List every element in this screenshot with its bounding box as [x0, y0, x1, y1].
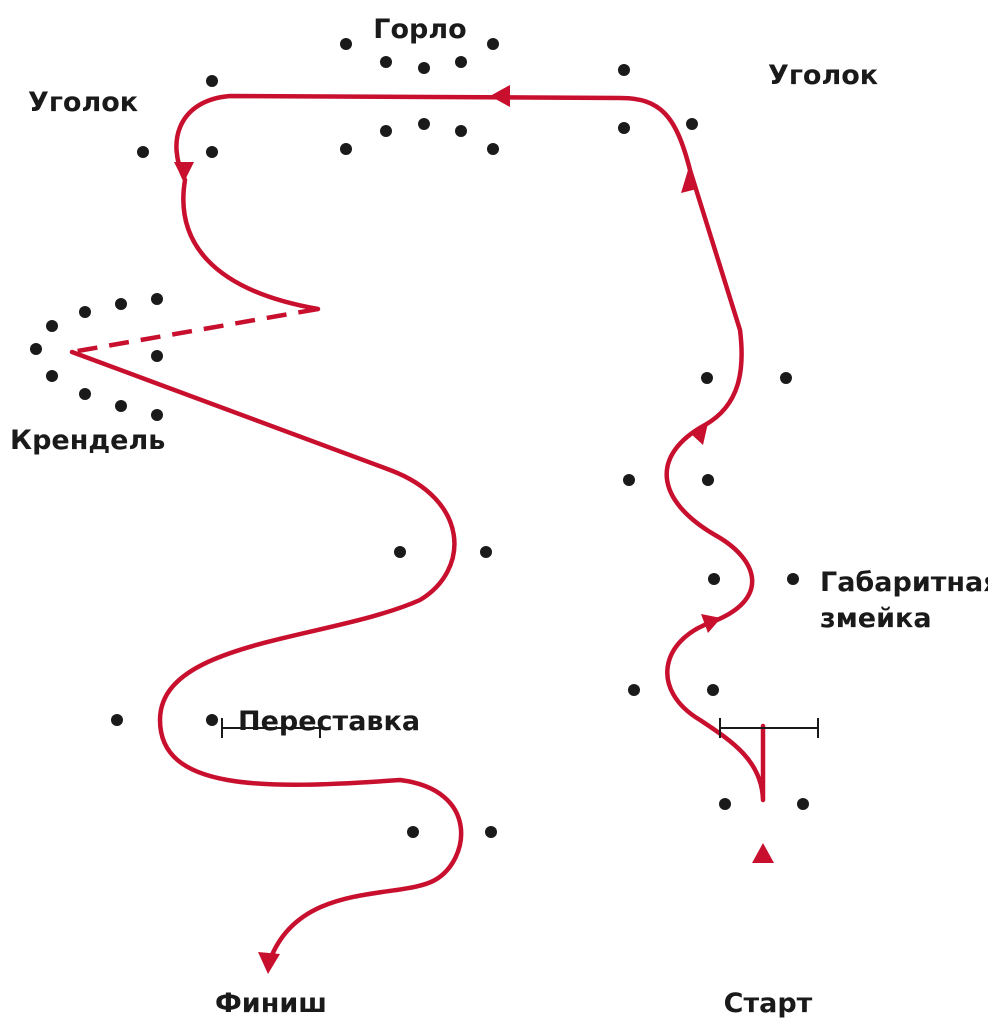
finish-gate: [221, 718, 321, 738]
cones-perestavka: [111, 546, 497, 838]
label-snake-line1: Габаритная: [820, 567, 988, 598]
cone: [480, 546, 492, 558]
cone: [115, 400, 127, 412]
label-throat: Горло: [373, 14, 466, 45]
cones-corner-left: [137, 75, 218, 158]
cone: [79, 306, 91, 318]
cone: [30, 343, 42, 355]
route-path: [174, 93, 766, 803]
cone: [707, 684, 719, 696]
label-snake-line2: змейка: [820, 603, 932, 634]
cone: [206, 146, 218, 158]
cone: [111, 714, 123, 726]
cone: [206, 714, 218, 726]
cone: [455, 56, 467, 68]
cone: [151, 350, 163, 362]
cone: [46, 320, 58, 332]
arrow-finish: [258, 952, 280, 974]
label-corner-left: Уголок: [28, 87, 138, 118]
cone: [487, 143, 499, 155]
cone: [701, 372, 713, 384]
cone: [79, 388, 91, 400]
cone: [618, 64, 630, 76]
arrow-throat: [490, 85, 510, 107]
cone: [702, 474, 714, 486]
cone: [719, 798, 731, 810]
cone: [455, 125, 467, 137]
cone: [418, 118, 430, 130]
label-perestavka: Переставка: [238, 706, 420, 737]
cone: [340, 38, 352, 50]
label-krendel: Крендель: [10, 425, 165, 456]
arrow-corner-right: [681, 170, 697, 193]
cone: [206, 75, 218, 87]
label-corner-right: Уголок: [768, 60, 878, 91]
cone: [485, 826, 497, 838]
cone: [380, 125, 392, 137]
cone: [407, 826, 419, 838]
cone: [623, 474, 635, 486]
start-gate: [719, 718, 819, 738]
cone: [686, 118, 698, 130]
cone: [394, 546, 406, 558]
cone: [797, 798, 809, 810]
cone: [787, 573, 799, 585]
arrow-start: [752, 843, 774, 863]
cone: [487, 38, 499, 50]
cone: [137, 146, 149, 158]
cone: [151, 293, 163, 305]
cone: [418, 62, 430, 74]
cone: [115, 298, 127, 310]
label-finish: Финиш: [215, 988, 327, 1019]
cone: [46, 370, 58, 382]
arrow-snake-1: [701, 614, 721, 633]
cone: [151, 409, 163, 421]
route-return-path: [69, 349, 464, 963]
arrow-snake-2: [690, 423, 708, 445]
cones-snake: [623, 372, 809, 810]
arrow-corner-left: [174, 162, 194, 182]
cone: [708, 573, 720, 585]
label-start: Старт: [724, 988, 813, 1019]
cones-throat: [340, 38, 499, 155]
cones-corner-right: [618, 64, 698, 134]
cone: [340, 143, 352, 155]
route-dashed-segment: [71, 306, 319, 355]
cone: [618, 122, 630, 134]
cone: [380, 56, 392, 68]
cones-krendel: [30, 293, 163, 421]
cone: [628, 684, 640, 696]
cone: [780, 372, 792, 384]
